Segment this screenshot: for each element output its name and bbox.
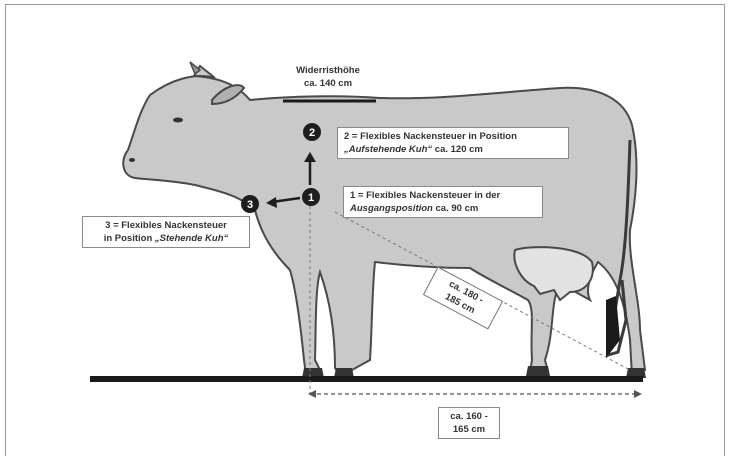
marker-3-number: 3	[247, 199, 253, 211]
position-3-start: in Position	[104, 233, 155, 244]
cow-nostril	[129, 158, 135, 162]
marker-3: 3	[241, 195, 259, 213]
position-1-rest: ca. 90 cm	[433, 203, 478, 214]
hoof-rear	[526, 366, 550, 376]
position-2-line2: „Aufstehende Kuh“ ca. 120 cm	[344, 143, 563, 156]
position-2-label: 2 = Flexibles Nackensteuer in Position „…	[337, 127, 569, 159]
position-1-line2: Ausgangsposition ca. 90 cm	[350, 202, 537, 215]
position-3-line1: 3 = Flexibles Nackensteuer	[88, 219, 244, 232]
length-arrow-right	[634, 390, 642, 398]
position-3-line2: in Position „Stehende Kuh“	[88, 232, 244, 245]
marker-2: 2	[303, 123, 321, 141]
ground-line	[90, 376, 643, 382]
position-3-italic: „Stehende Kuh“	[155, 233, 228, 244]
withers-height-label: Widerristhöhe ca. 140 cm	[283, 62, 373, 92]
marker-1-number: 1	[308, 192, 314, 204]
withers-label-line2: ca. 140 cm	[288, 77, 368, 90]
body-length-label: ca. 160 - 165 cm	[438, 407, 500, 439]
length-arrow-left	[308, 390, 316, 398]
position-2-line1: 2 = Flexibles Nackensteuer in Position	[344, 130, 563, 143]
cow-eye	[173, 118, 183, 123]
position-1-label: 1 = Flexibles Nackensteuer in der Ausgan…	[343, 186, 543, 218]
marker-2-number: 2	[309, 127, 315, 139]
length-line2: 165 cm	[444, 423, 494, 436]
position-3-label: 3 = Flexibles Nackensteuer in Position „…	[82, 216, 250, 248]
withers-label-line1: Widerristhöhe	[288, 64, 368, 77]
length-line1: ca. 160 -	[444, 410, 494, 423]
position-1-italic: Ausgangsposition	[350, 203, 433, 214]
position-1-line1: 1 = Flexibles Nackensteuer in der	[350, 189, 537, 202]
position-2-rest: ca. 120 cm	[432, 144, 483, 155]
position-2-italic: „Aufstehende Kuh“	[344, 144, 432, 155]
marker-1: 1	[302, 188, 320, 206]
